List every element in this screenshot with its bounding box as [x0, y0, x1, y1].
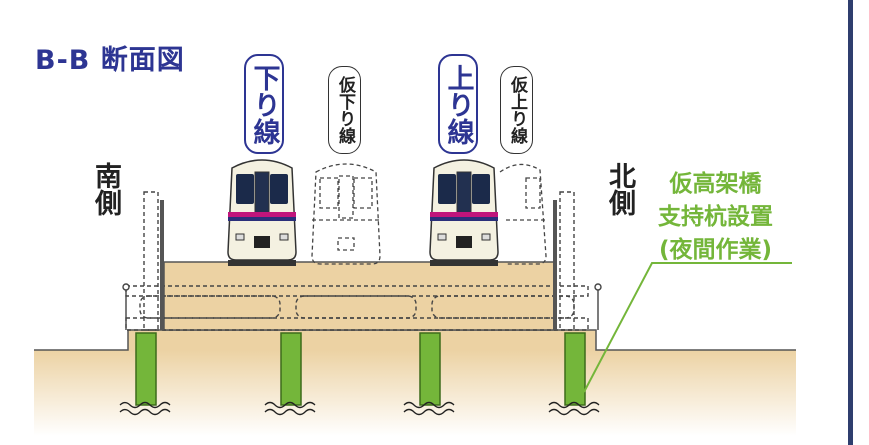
- diagram-title: B-B 断面図: [35, 45, 185, 76]
- pile-4: [564, 332, 586, 406]
- north-side-label: 北側: [604, 162, 635, 216]
- temp-down-line-label-text: 仮下り線: [335, 76, 355, 144]
- train-up-line: [429, 159, 499, 266]
- down-line-label: 下り線: [244, 54, 284, 154]
- temp-up-line-label: 仮上り線: [500, 66, 533, 154]
- train-temp-up-line: [499, 163, 547, 265]
- temp-up-line-label-text: 仮上り線: [507, 76, 527, 144]
- right-edge-bar: [848, 0, 853, 445]
- temp-down-line-label: 仮下り線: [328, 66, 361, 154]
- pile-3: [419, 332, 441, 406]
- support-piles: [135, 332, 586, 406]
- train-down-line: [227, 159, 297, 266]
- callout-text: 仮高架橋 支持杭設置 (夜間作業): [658, 168, 773, 267]
- south-side-label: 南側: [90, 162, 121, 216]
- temporary-viaduct-posts: [122, 283, 602, 330]
- callout-line-2: 支持杭設置: [658, 204, 773, 230]
- callout-line-3: (夜間作業): [658, 237, 773, 263]
- train-temp-down-line: [311, 163, 381, 265]
- up-line-label: 上り線: [438, 54, 478, 154]
- parapet-walls: [160, 200, 557, 330]
- wave-break-marks: [119, 401, 600, 416]
- pile-1: [135, 332, 157, 406]
- up-line-label-text: 上り線: [442, 63, 474, 145]
- down-line-label-text: 下り線: [248, 63, 280, 145]
- ground: [34, 329, 796, 436]
- pile-2: [280, 332, 302, 406]
- callout-line-1: 仮高架橋: [669, 171, 762, 197]
- callout-leader: [583, 262, 792, 393]
